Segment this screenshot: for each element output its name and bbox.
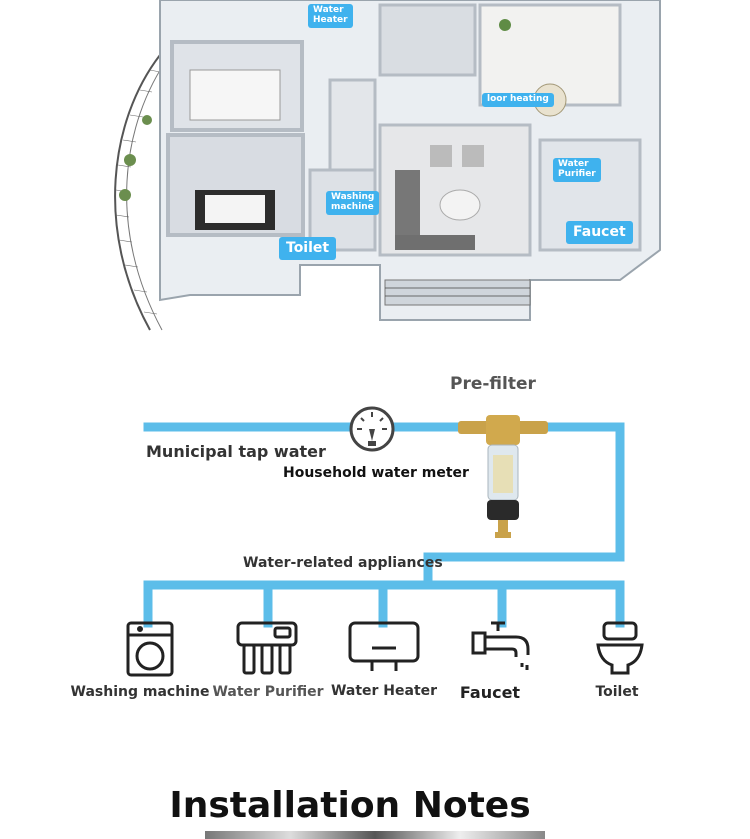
tag-toilet: Toilet <box>279 237 337 261</box>
tag-toilet-label: Toilet <box>286 240 330 256</box>
municipal-tap-water-label: Municipal tap water <box>146 442 326 461</box>
tag-floor-heating-label: loor heating <box>487 94 549 104</box>
appliance-label-toilet: Toilet <box>595 684 639 700</box>
appliance-label-water-heater: Water Heater <box>330 683 438 699</box>
tag-faucet: Faucet <box>566 221 633 245</box>
appliance-label-faucet: Faucet <box>459 683 521 702</box>
notes-image-strip <box>205 831 545 839</box>
tag-water-purifier: Water Purifier <box>553 158 601 182</box>
tag-faucet-label: Faucet <box>573 224 626 240</box>
installation-notes-title: Installation Notes <box>169 785 531 826</box>
water-meter-icon <box>349 406 395 452</box>
pre-filter-icon <box>458 415 548 538</box>
appliance-label-water-purifier: Water Purifier <box>212 684 324 700</box>
tag-washing-machine: Washing machine <box>326 191 380 215</box>
water-purifier-icon <box>236 621 298 675</box>
apartment-floorplan: Water Heater loor heating Water Purifier… <box>0 0 750 345</box>
tag-washing-machine-label: Washing machine <box>331 192 375 212</box>
tag-floor-heating: loor heating <box>482 93 554 107</box>
tag-water-heater: Water Heater <box>308 4 353 28</box>
tag-water-purifier-label: Water Purifier <box>558 159 596 179</box>
toilet-icon <box>596 621 644 675</box>
faucet-icon <box>471 621 530 670</box>
appliance-label-washing-machine: Washing machine <box>70 684 210 700</box>
appliances-label: Water-related appliances <box>243 555 443 571</box>
tag-water-heater-label: Water Heater <box>313 5 348 25</box>
plumbing-diagram: Pre-filter Municipal tap water Household… <box>0 345 750 715</box>
washing-machine-icon <box>126 621 174 677</box>
floorplan-illustration <box>114 0 661 331</box>
water-meter-label: Household water meter <box>283 465 469 481</box>
prefilter-label: Pre-filter <box>450 374 536 394</box>
water-heater-icon <box>348 621 420 671</box>
pipe-network <box>126 406 644 677</box>
